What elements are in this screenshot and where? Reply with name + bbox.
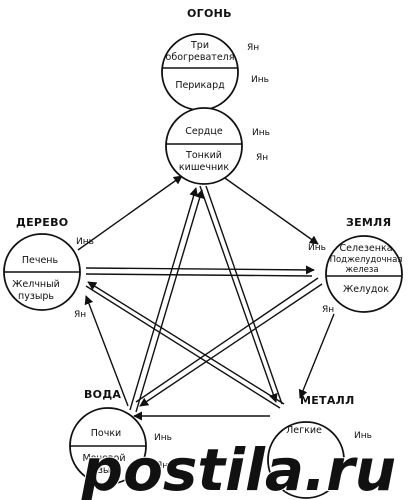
arrow-wood-to-fire bbox=[77, 175, 183, 251]
element-fire: ОГОНЬ Три обогревателя Перикард Ян Инь bbox=[161, 7, 269, 111]
organ-heart: Сердце bbox=[185, 126, 223, 137]
yin-label-lungs: Инь bbox=[354, 431, 372, 441]
organ-pericardium: Перикард bbox=[175, 80, 225, 91]
organ-gallbladder-line1: Желчный bbox=[12, 279, 60, 290]
arrow-earth-to-water-a bbox=[139, 283, 323, 407]
yang-label-small-intestine: Ян bbox=[256, 153, 268, 163]
element-name-earth: ЗЕМЛЯ bbox=[346, 216, 391, 229]
watermark-text: postila.ru bbox=[81, 436, 396, 500]
arrow-water-to-wood bbox=[84, 295, 129, 407]
element-water: ВОДА Почки Мочевой пузырь Инь Ян bbox=[69, 388, 172, 485]
organ-small-intestine-line1: Тонкий bbox=[185, 150, 222, 161]
fire-inner-circle bbox=[165, 107, 243, 185]
arrow-fire-to-metal-a bbox=[199, 185, 278, 403]
yang-label-triple-warmer: Ян bbox=[247, 43, 259, 53]
yang-label-stomach: Ян bbox=[322, 305, 334, 315]
arrow-water-to-fire-b bbox=[135, 189, 205, 413]
arrow-earth-to-water-b bbox=[135, 277, 319, 403]
element-name-metal: МЕТАЛЛ bbox=[300, 394, 355, 407]
organ-gallbladder-line2: пузырь bbox=[18, 291, 54, 302]
yin-label-spleen: Инь bbox=[308, 243, 326, 253]
element-earth: ЗЕМЛЯ Селезенка Поджелудочная железа Жел… bbox=[308, 216, 403, 315]
organ-lungs: Легкие bbox=[286, 425, 322, 436]
organ-spleen: Селезенка bbox=[339, 243, 392, 254]
organ-triple-warmer-line1: Три bbox=[190, 40, 209, 51]
yin-label-kidneys: Инь bbox=[154, 433, 172, 443]
yin-label-heart: Инь bbox=[252, 128, 270, 138]
yang-label-gallbladder: Ян bbox=[74, 310, 86, 320]
arrow-wood-to-earth-b bbox=[85, 273, 313, 277]
yin-label-pericardium: Инь bbox=[251, 75, 269, 85]
watermark: postila.ru bbox=[80, 435, 397, 500]
cycle-arrows bbox=[77, 175, 335, 421]
element-name-fire: ОГОНЬ bbox=[187, 7, 232, 20]
element-metal: МЕТАЛЛ Легкие Инь bbox=[267, 394, 372, 499]
organ-pancreas-line2: железа bbox=[345, 265, 378, 275]
organ-liver: Печень bbox=[22, 255, 59, 266]
earth-circle bbox=[325, 235, 403, 313]
arrow-earth-to-metal bbox=[298, 313, 335, 399]
organ-triple-warmer-line2: обогревателя bbox=[166, 52, 235, 63]
organ-kidneys: Почки bbox=[91, 428, 121, 439]
arrow-water-to-fire-a bbox=[129, 187, 199, 411]
organ-pancreas-line1: Поджелудочная bbox=[330, 255, 403, 265]
yang-label-bladder: Ян bbox=[156, 461, 168, 471]
organ-stomach: Желудок bbox=[343, 284, 389, 295]
element-name-wood: ДЕРЕВО bbox=[16, 216, 68, 229]
element-name-water: ВОДА bbox=[84, 388, 121, 401]
arrow-metal-to-wood-b bbox=[85, 285, 281, 409]
yin-label-liver: Инь bbox=[76, 237, 94, 247]
metal-circle bbox=[267, 421, 345, 499]
organ-small-intestine-line2: кишечник bbox=[179, 162, 229, 173]
element-wood: ДЕРЕВО Печень Желчный пузырь Инь Ян bbox=[3, 216, 94, 320]
arrow-wood-to-earth-a bbox=[85, 265, 315, 275]
organ-bladder-line1: Мочевой bbox=[82, 453, 125, 464]
organ-bladder-line2: пузырь bbox=[86, 465, 122, 476]
element-fire-inner: Сердце Тонкий кишечник Инь Ян bbox=[165, 107, 270, 185]
arrow-fire-to-earth bbox=[221, 175, 319, 245]
arrow-fire-to-metal-b bbox=[205, 185, 283, 405]
arrow-metal-to-wood-a bbox=[87, 281, 285, 405]
